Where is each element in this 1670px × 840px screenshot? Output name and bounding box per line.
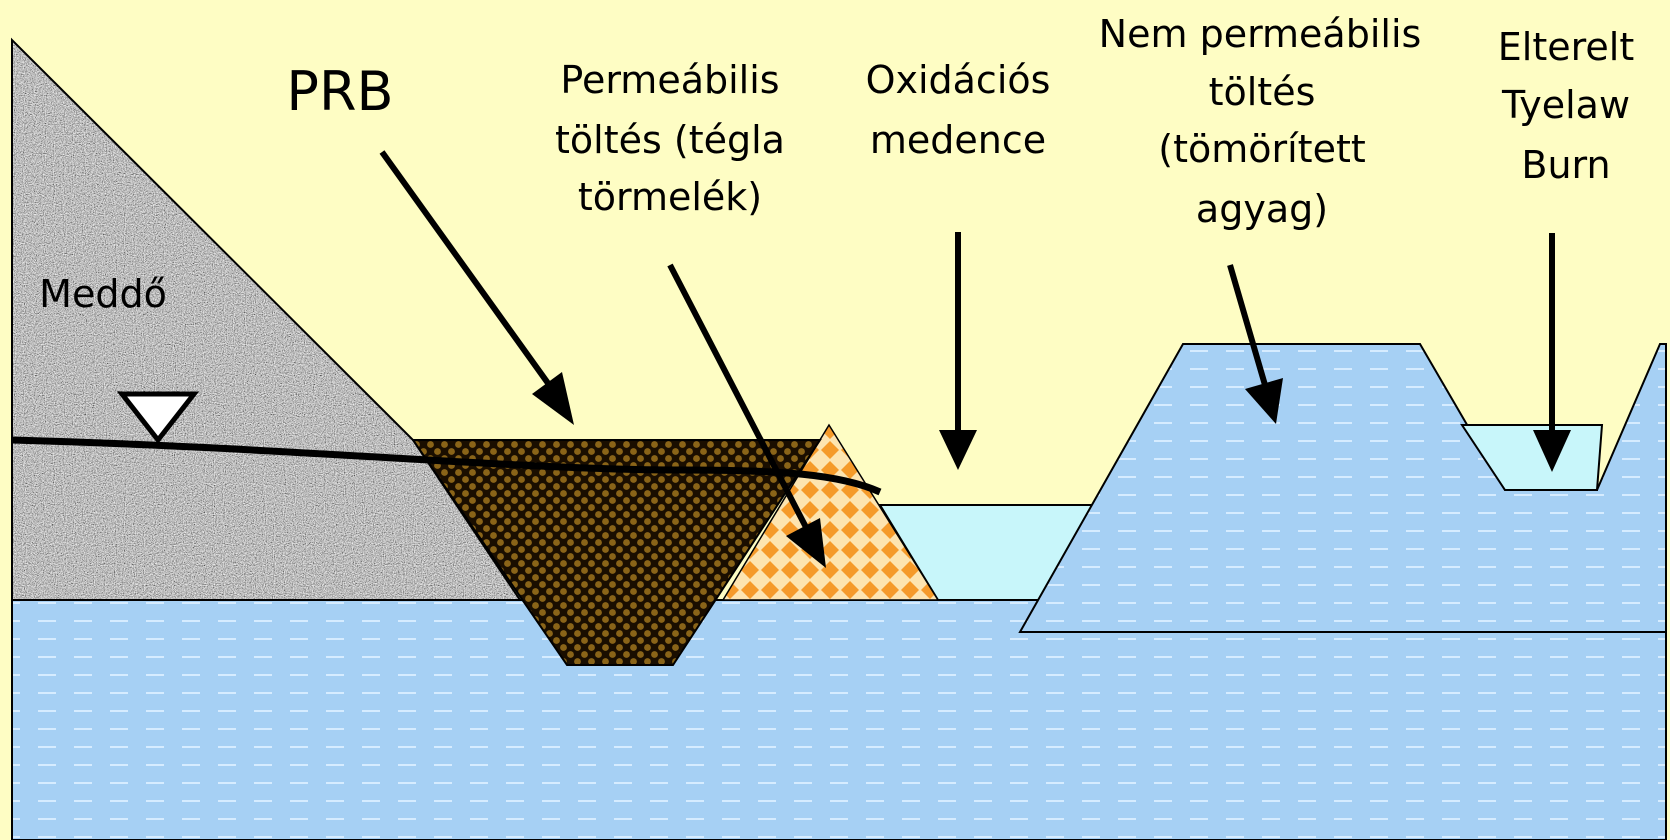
arrow-permeable-fill (667, 263, 826, 568)
impermeable-clay-embankment (1018, 343, 1667, 633)
label-impermeable-fill-line-2: töltés (1209, 70, 1316, 114)
tailings-slope (12, 40, 520, 600)
diverted-burn-water (1460, 424, 1604, 491)
label-permeable-fill-line-1: Permeábilis (560, 58, 779, 102)
label-oxidation-pond-line-2: medence (870, 118, 1046, 162)
arrow-diverted-burn (1533, 233, 1571, 472)
label-impermeable-fill-line-3: (tömörített (1158, 127, 1366, 171)
label-diverted-burn-line-1: Elterelt (1498, 25, 1634, 69)
label-prb: PRB (286, 60, 393, 123)
arrow-oxidation-pond (939, 232, 977, 470)
label-oxidation-pond-line-1: Oxidációs (866, 58, 1051, 102)
label-tailings: Meddő (39, 272, 167, 316)
tailings-outline (11, 37, 522, 601)
water-table-line (11, 436, 882, 496)
prb-barrier (411, 439, 822, 666)
arrow-prb (379, 150, 574, 425)
base-clay-layer (11, 599, 1667, 840)
label-diverted-burn-line-3: Burn (1521, 143, 1610, 187)
arrow-impermeable-fill (1227, 264, 1283, 424)
label-permeable-fill-line-3: törmelék) (578, 175, 762, 219)
label-impermeable-fill-line-1: Nem permeábilis (1099, 12, 1422, 56)
water-table-triangle-icon (116, 391, 200, 445)
label-permeable-fill-line-2: töltés (tégla (555, 118, 785, 162)
label-impermeable-fill-line-4: agyag) (1196, 187, 1328, 231)
label-diverted-burn-line-2: Tyelaw (1501, 83, 1630, 127)
permeable-brick-fill (721, 423, 940, 601)
